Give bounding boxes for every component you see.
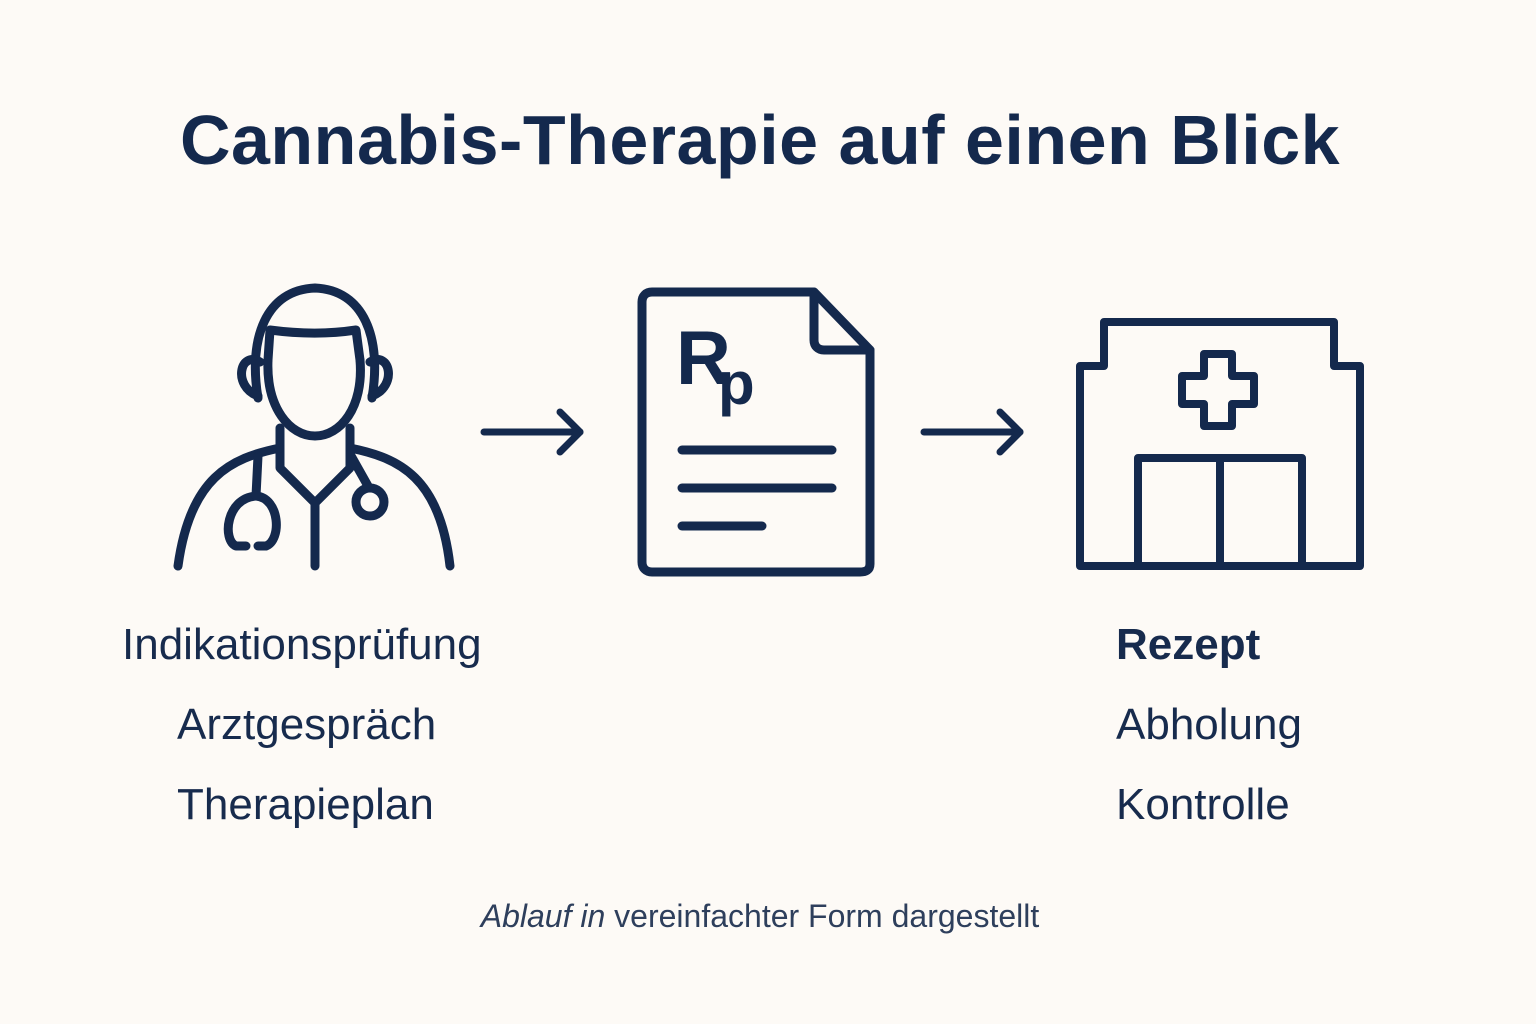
step-label-consultation: Arztgespräch <box>177 700 437 749</box>
arrow-right-icon <box>480 406 590 458</box>
prescription-icon: R p <box>636 284 880 580</box>
step-label-pickup: Abholung <box>1116 700 1302 749</box>
footnote-italic: Ablauf in <box>480 898 606 934</box>
prescription-rp-text: R <box>676 316 731 401</box>
step-label-control: Kontrolle <box>1116 780 1290 829</box>
arrow-right-icon <box>920 406 1030 458</box>
step-label-indication: Indikationsprüfung <box>122 620 482 669</box>
footnote-text: vereinfachter Form dargestellt <box>605 898 1040 934</box>
step-label-prescription: Rezept <box>1116 620 1261 669</box>
doctor-icon <box>170 278 460 578</box>
pharmacy-icon <box>1074 316 1368 574</box>
svg-text:p: p <box>718 350 755 417</box>
step-label-therapy-plan: Therapieplan <box>177 780 434 829</box>
footnote: Ablauf in vereinfachter Form dargestellt <box>0 898 1520 935</box>
page-title: Cannabis-Therapie auf einen Blick <box>179 101 1341 179</box>
